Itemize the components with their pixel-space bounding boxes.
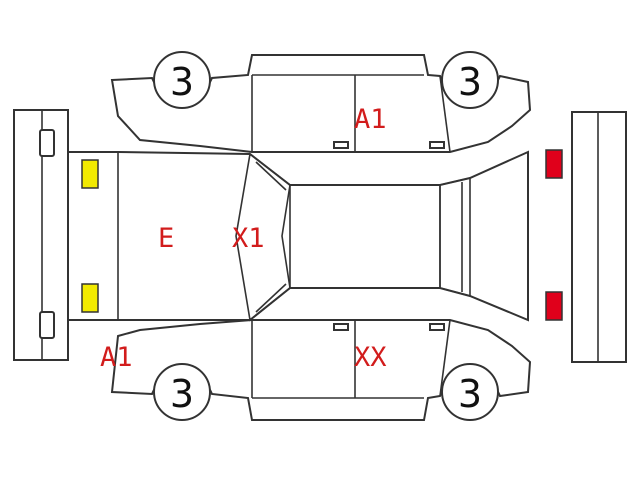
tyre-front-left: 3 — [153, 51, 211, 109]
tyre-grade: 3 — [170, 372, 194, 416]
car-body-top-view — [67, 150, 529, 322]
tyre-grade: 3 — [458, 60, 482, 104]
tyre-grade: 3 — [458, 372, 482, 416]
rear-bumper — [571, 111, 627, 363]
mark-bottom-door: XX — [354, 342, 387, 373]
mark-front-corner: A1 — [100, 342, 133, 373]
front-bumper — [13, 109, 69, 361]
mark-top-side: A1 — [354, 104, 387, 135]
front-lamp-lower — [81, 283, 99, 313]
tyre-grade: 3 — [170, 60, 194, 104]
front-lamp-upper — [81, 159, 99, 189]
rear-lamp-upper — [545, 149, 563, 179]
mark-windshield: X1 — [232, 223, 265, 254]
tyre-rear-left: 3 — [441, 51, 499, 109]
tyre-rear-right: 3 — [441, 363, 499, 421]
tyre-front-right: 3 — [153, 363, 211, 421]
mark-hood: E — [158, 223, 174, 254]
rear-lamp-lower — [545, 291, 563, 321]
bottom-side-profile — [110, 319, 532, 421]
